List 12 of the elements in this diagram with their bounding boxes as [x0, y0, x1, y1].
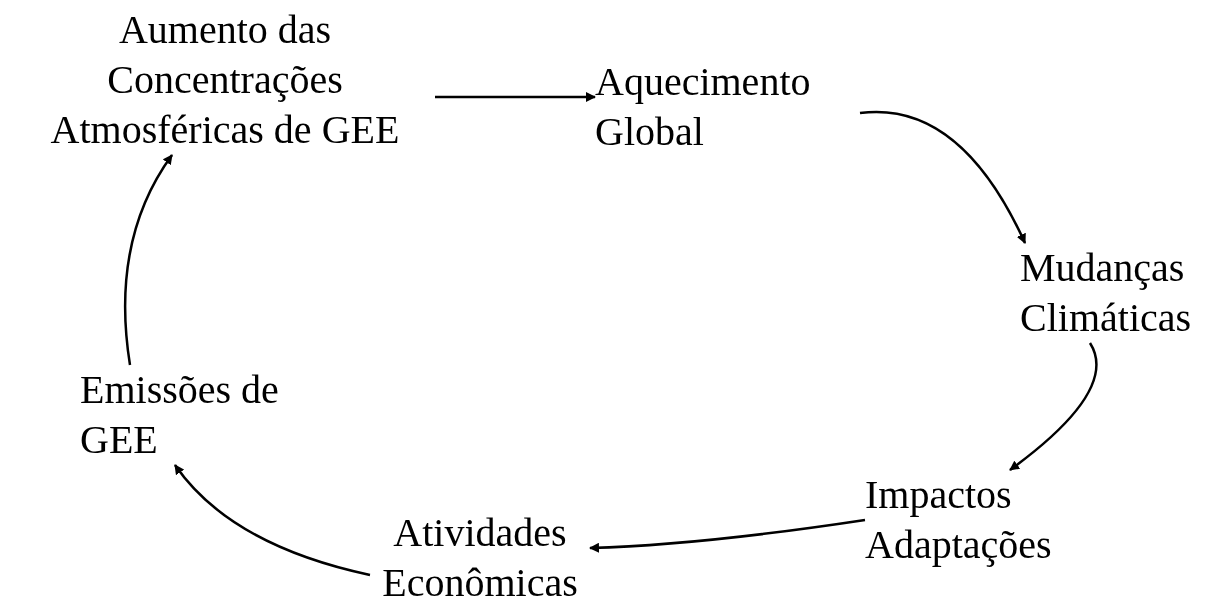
- node-label: Atividades Econômicas: [370, 508, 590, 608]
- arrow: [174, 464, 371, 577]
- arrow: [123, 154, 174, 366]
- node-label: Emissões de GEE: [80, 365, 280, 465]
- arrow: [859, 110, 1027, 244]
- node-label: Aquecimento Global: [595, 57, 860, 157]
- arrow: [1009, 342, 1098, 471]
- arrow: [435, 92, 596, 102]
- node-label: Aumento das Concentrações Atmosféricas de GEE: [15, 5, 435, 155]
- arrow: [589, 518, 866, 553]
- node-label: Mudanças Climáticas: [1020, 243, 1231, 343]
- node-label: Impactos Adaptações: [865, 470, 1105, 570]
